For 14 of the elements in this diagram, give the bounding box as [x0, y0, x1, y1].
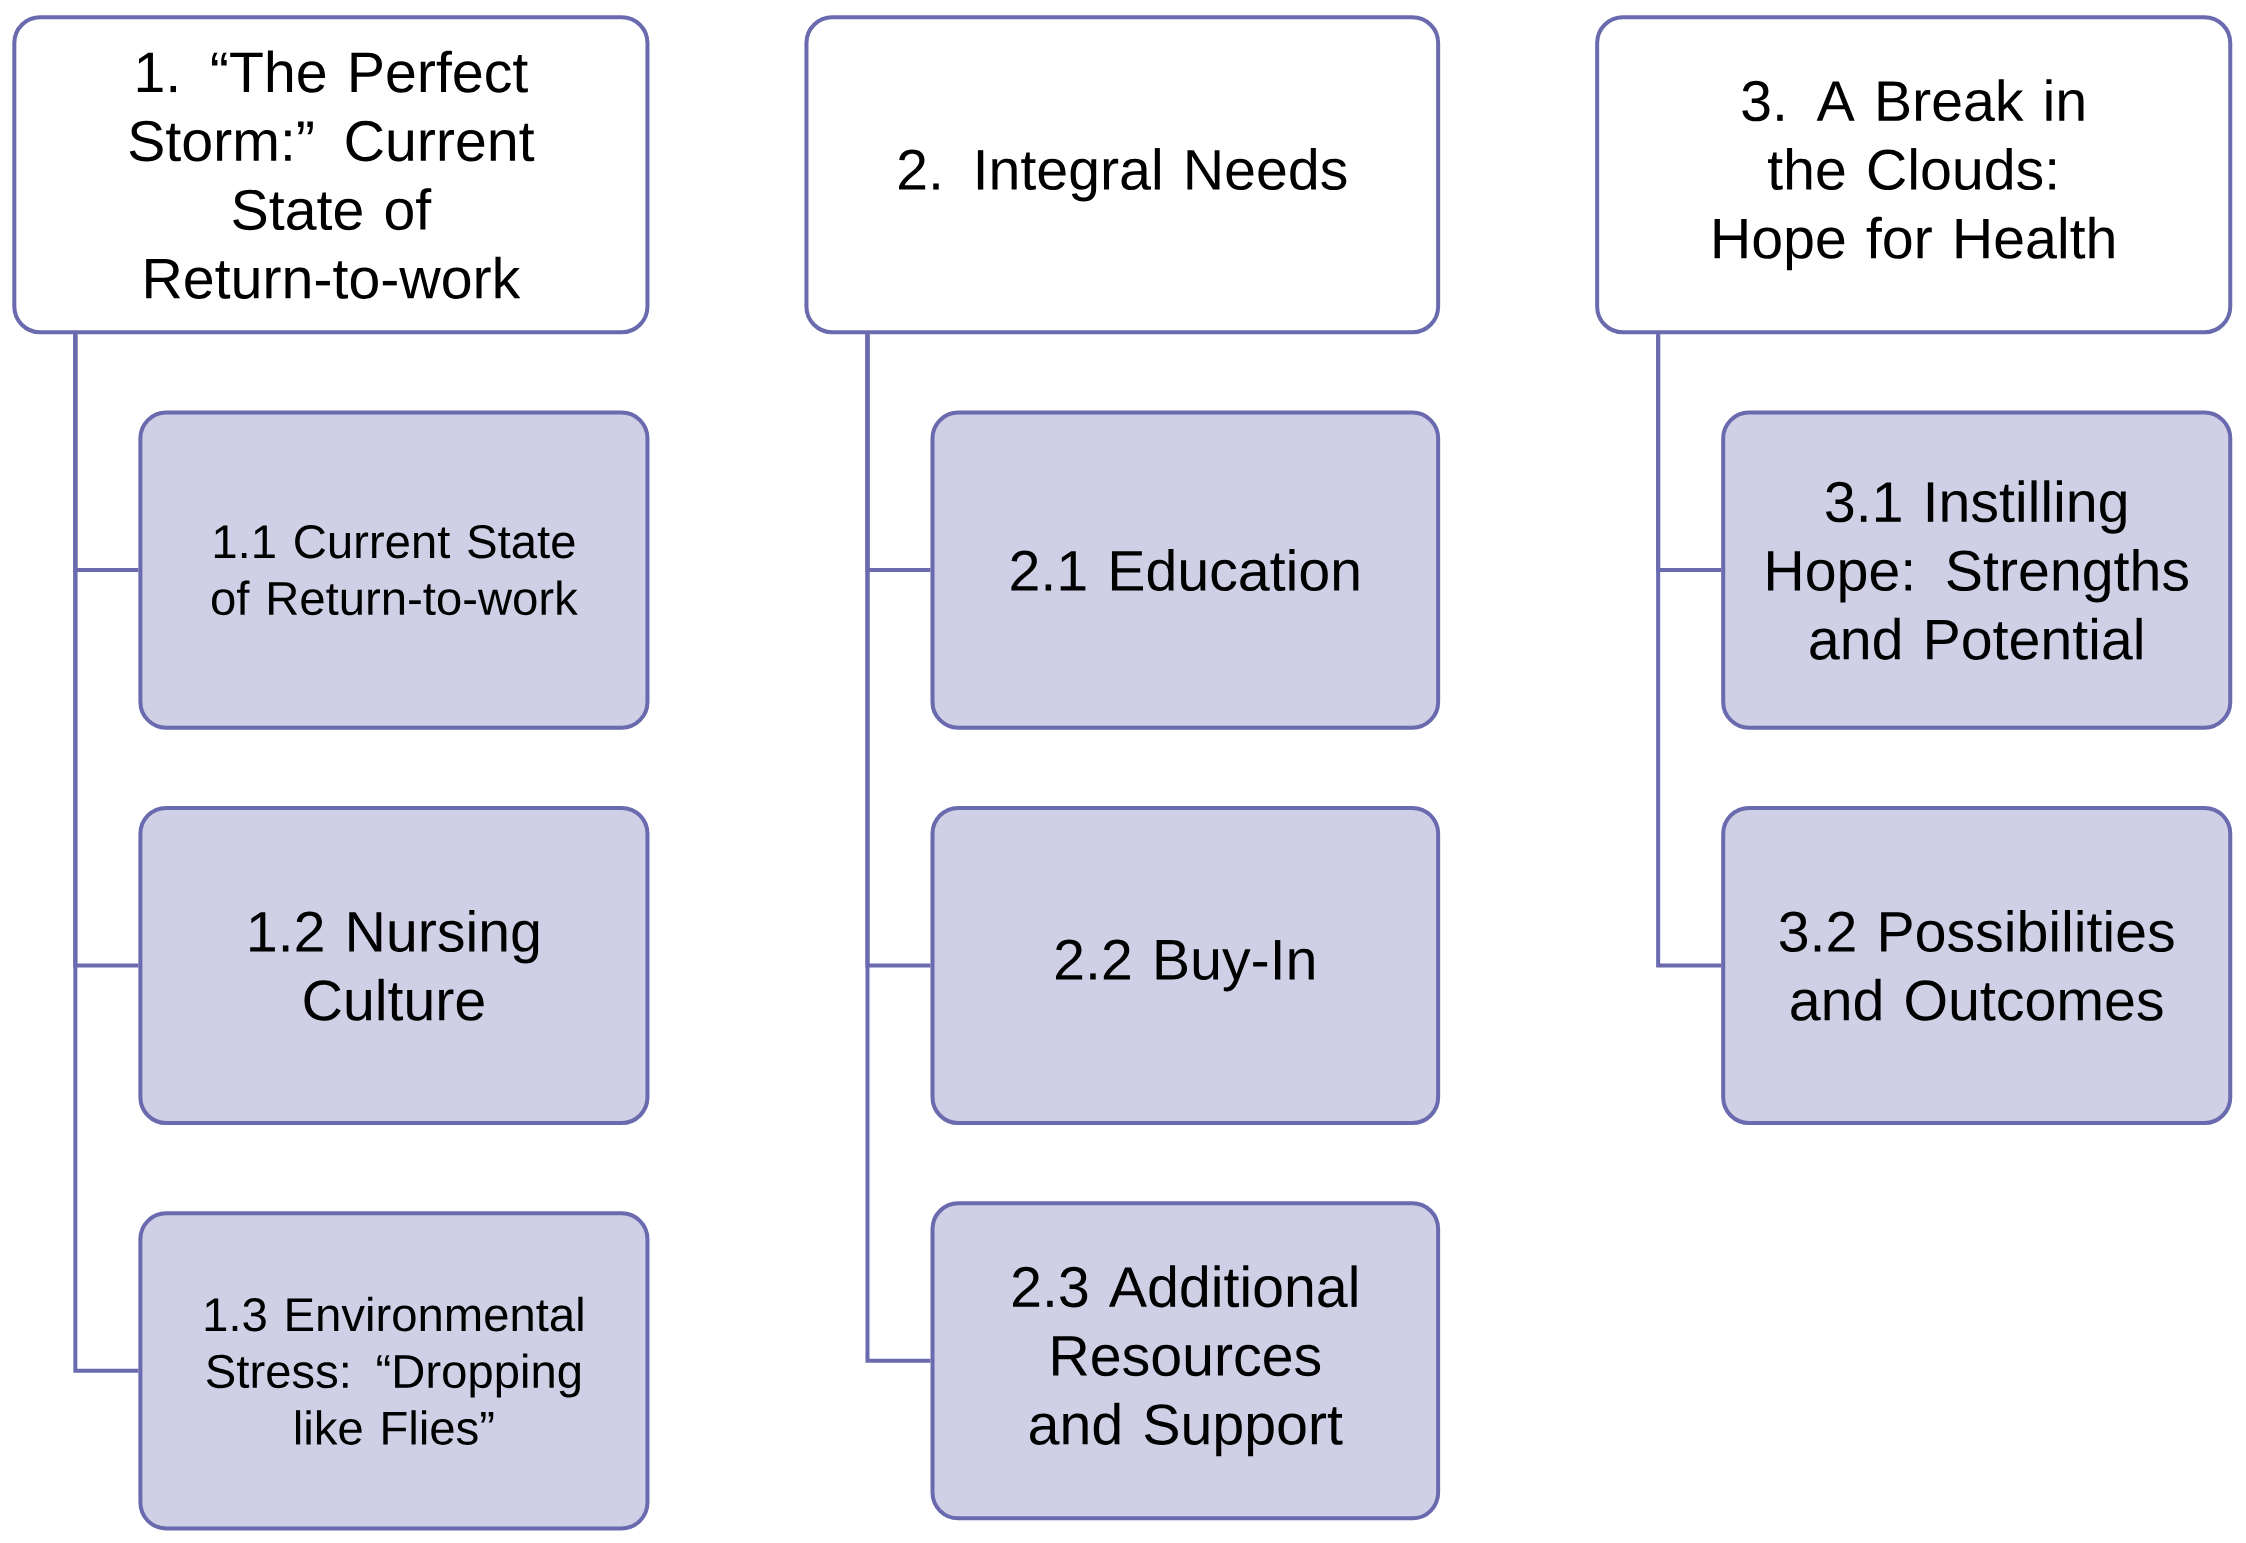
subtopic-box: 1.3 Environmental Stress: “Dropping like Flies” — [138, 1211, 650, 1531]
topic-box: 3. A Break in the Clouds: Hope for Health — [1595, 15, 2233, 335]
subtopic-box: 1.1 Current State of Return-to-work — [138, 410, 650, 730]
subtopic-box: 3.1 Instilling Hope: Strengths and Potential — [1721, 410, 2233, 730]
subtopic-box: 2.2 Buy-In — [930, 806, 1441, 1126]
subtopic-box: 2.3 Additional Resources and Support — [930, 1201, 1441, 1521]
connector-line — [73, 334, 139, 1373]
connector-line — [1656, 334, 1722, 968]
subtopic-box: 1.2 Nursing Culture — [138, 806, 650, 1126]
topic-box: 2. Integral Needs — [804, 15, 1441, 335]
subtopic-box: 2.1 Education — [930, 410, 1441, 730]
subtopic-box: 3.2 Possibilities and Outcomes — [1721, 806, 2233, 1126]
topic-box: 1. “The Perfect Storm:” Current State of Return-to-work — [12, 15, 650, 335]
connector-line — [865, 334, 931, 1363]
